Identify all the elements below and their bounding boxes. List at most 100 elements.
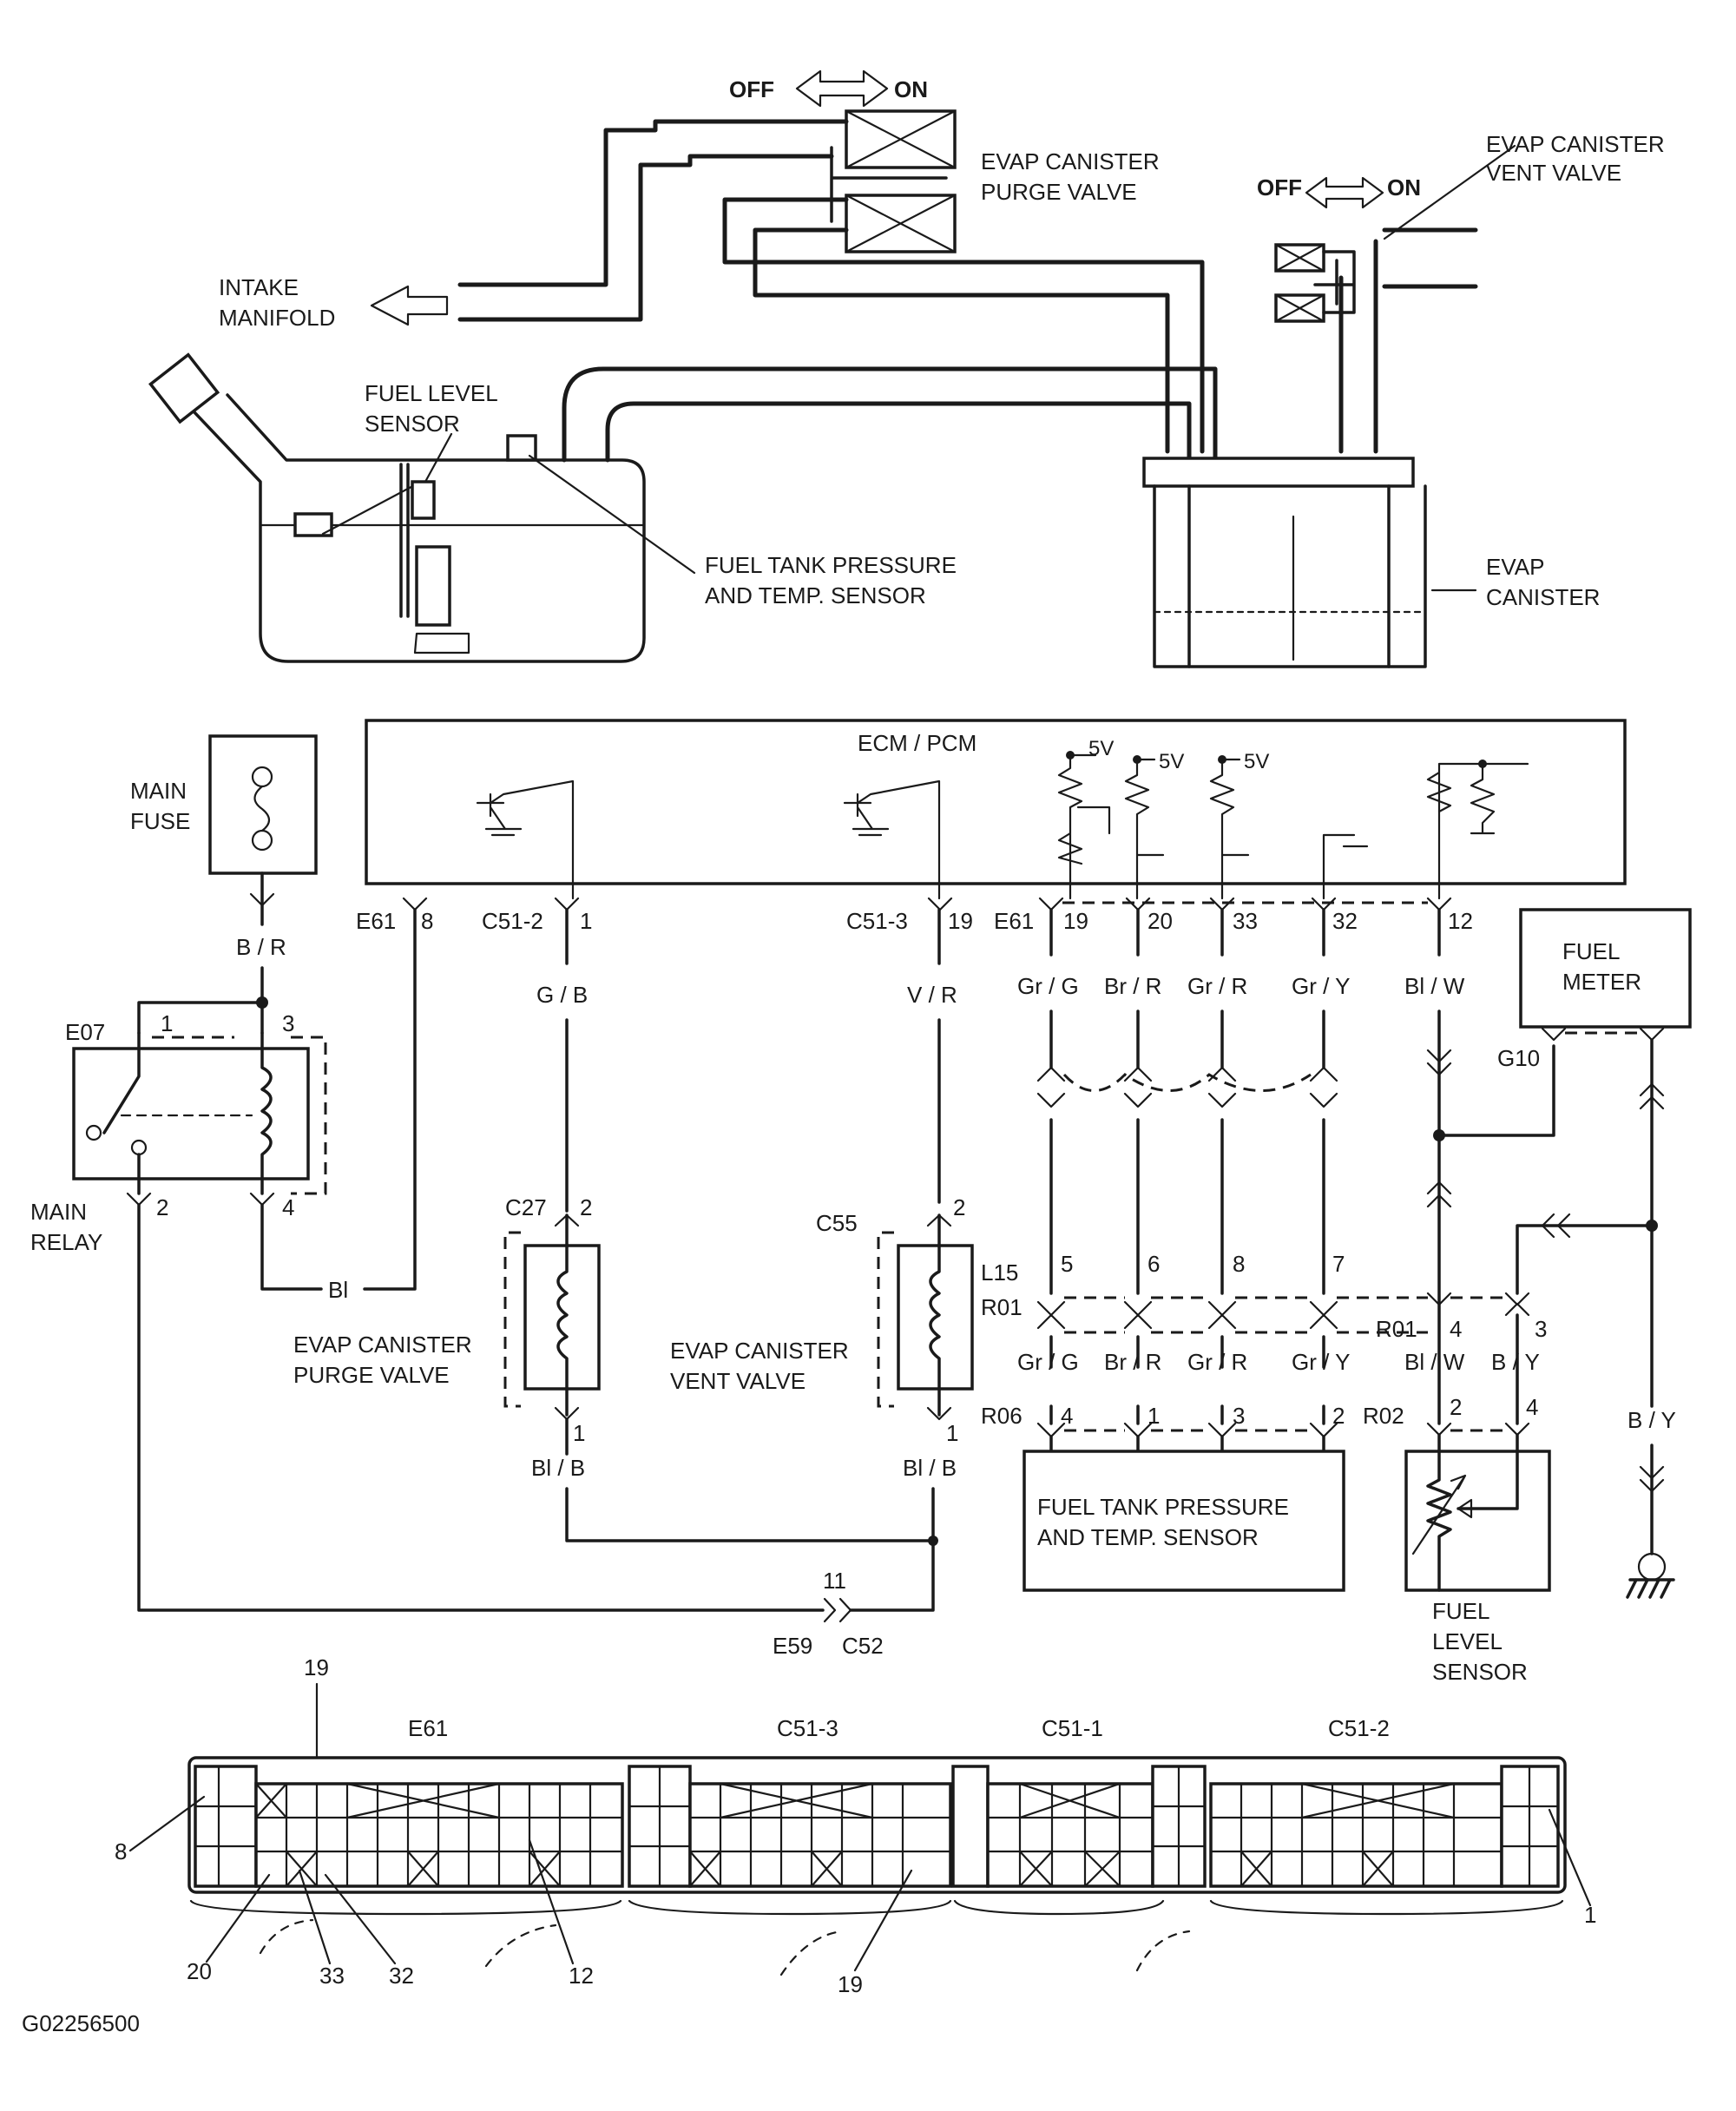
purge-valve-switch: OFF ON [729, 69, 928, 108]
purge-valve-label-line2: PURGE VALVE [981, 179, 1137, 205]
connector-c51-2-label: C51-2 [482, 908, 543, 934]
c55-bottom-chevron [926, 1406, 952, 1421]
ground-eyelet-icon [1637, 1552, 1667, 1582]
fuel-level-circuit-label-line2: LEVEL [1432, 1628, 1503, 1654]
pin-e61-19-label: 19 [1063, 908, 1088, 934]
pin-11-label: 11 [823, 1568, 846, 1594]
pin-e61-32-label: 32 [1332, 908, 1358, 934]
fuel-tank-shell [176, 393, 646, 663]
pipe-tank-to-canister-inner [605, 401, 1192, 463]
wire-gr-y-lower-label: Gr / Y [1292, 1349, 1350, 1375]
tank-sensor-label-line2: AND TEMP. SENSOR [705, 582, 926, 608]
r06-chevrons [1036, 1422, 1338, 1438]
pipe-intake-lower [457, 154, 834, 322]
fuel-meter-label-line1: FUEL [1562, 938, 1620, 964]
sensor-pullup-1-icon [1057, 753, 1111, 900]
pin-e61-8-label: 8 [421, 908, 433, 934]
callout-12: 12 [569, 1963, 594, 1989]
bl-w-to-meter [1437, 1044, 1555, 1137]
tank-sensor-circuit-label-line1: FUEL TANK PRESSURE [1037, 1494, 1289, 1520]
connector-e61-b-label: E61 [994, 908, 1034, 934]
pin-c55-2-label: 2 [953, 1194, 965, 1220]
pin-e07-1-label: 1 [161, 1010, 173, 1036]
connector-r06-label: R06 [981, 1403, 1023, 1429]
junction-dot [1066, 751, 1075, 760]
vent-valve-cross-top-icon [1274, 243, 1325, 273]
e61-block-left-tab [194, 1765, 258, 1888]
relay-box [72, 1047, 310, 1180]
callout-20-leader [205, 1873, 271, 1963]
fuel-level-resistor-icon [1426, 1433, 1452, 1592]
main-fuse: MAIN FUSE B / R [130, 734, 318, 960]
fuel-level-label-line2: SENSOR [365, 411, 460, 437]
main-fuse-label-line2: FUSE [130, 808, 190, 834]
fuel-filler-cap [148, 352, 220, 424]
junction-dot [1478, 760, 1487, 768]
purge-switch-on-label: ON [894, 76, 928, 102]
pin-r06-3-label: 3 [1233, 1403, 1245, 1429]
vent-valve-circuit-label-line1: EVAP CANISTER [670, 1338, 849, 1364]
intake-arrow-icon [370, 285, 449, 326]
connector-e59-label: E59 [773, 1633, 812, 1659]
wire-bundle-brackets [189, 1899, 1564, 1916]
b-y-lower-chevrons [1639, 1465, 1665, 1493]
pin-r02-2-label: 2 [1450, 1394, 1462, 1420]
purge-valve-plunger [830, 146, 948, 223]
junction-dot [1218, 755, 1226, 764]
fuel-pump [415, 545, 451, 627]
inline-connector-dashed [1062, 1073, 1312, 1092]
main-relay: E07 1 3 2 4 MAIN RELAY [30, 966, 327, 1255]
pin-l15-6-label: 6 [1147, 1251, 1160, 1277]
vent-switch-off-label: OFF [1257, 174, 1302, 201]
relay-coil-icon [260, 1031, 273, 1195]
b-y-upper-chevrons [1639, 1082, 1665, 1110]
fuel-level-input-icon [1426, 762, 1529, 900]
relay-bottom-chevrons [126, 1192, 275, 1207]
canister-label-line1: EVAP [1486, 554, 1544, 580]
connector-l15-label: L15 [981, 1259, 1018, 1286]
wiper-arrow-icon [1457, 1498, 1473, 1519]
vent-valve-label-line1: EVAP CANISTER [1486, 131, 1665, 157]
wire-b-r-label: B / R [236, 934, 286, 960]
r01-right-chevrons [1426, 1292, 1530, 1317]
connector-view-c51-3-label: C51-3 [777, 1715, 838, 1741]
vent-valve-leader [1383, 144, 1516, 240]
callout-20: 20 [187, 1958, 212, 1984]
connector-view-c51-2-label: C51-2 [1328, 1715, 1390, 1741]
tank-sensor-label-line1: FUEL TANK PRESSURE [705, 552, 957, 578]
canister-label-line2: CANISTER [1486, 584, 1600, 610]
connector-face-view: E61 C51-3 C51-1 C51-2 19 8 20 33 32 12 1… [115, 1654, 1596, 1997]
sensor-ground-icon [1322, 833, 1369, 900]
pin-e07-2-label: 2 [156, 1194, 168, 1220]
fuel-level-circuit-label-line3: SENSOR [1432, 1659, 1528, 1685]
relay-ecm-wire: Bl [137, 908, 935, 1612]
pin-l15-8-label: 8 [1233, 1251, 1245, 1277]
tank-sensor-box [1023, 1450, 1345, 1592]
r06-leads [1049, 1435, 1325, 1453]
ecm-connector-pins: E61 8 C51-2 1 C51-3 19 E61 19 20 33 32 1… [356, 897, 1473, 934]
wire-b-y-right-label: B / Y [1628, 1407, 1676, 1433]
tank-sensor-leader [528, 454, 696, 575]
evap-canister: EVAP CANISTER [1142, 457, 1600, 668]
pipe-tank-to-canister-outer [562, 366, 1218, 463]
pin-e61-12-label: 12 [1448, 908, 1473, 934]
pin-r01-4-label: 4 [1450, 1316, 1462, 1342]
pin-l15-7-label: 7 [1332, 1251, 1345, 1277]
main-relay-label-line1: MAIN [30, 1199, 87, 1225]
fuel-level-circuit-label-line1: FUEL [1432, 1598, 1489, 1624]
main-fuse-label-line1: MAIN [130, 778, 187, 804]
pin-e61-20-label: 20 [1147, 908, 1173, 934]
ecm-label: ECM / PCM [858, 730, 976, 756]
v5-label-1: 5V [1088, 737, 1114, 760]
callout-1-leader [1548, 1808, 1592, 1907]
connector-g10-label: G10 [1497, 1045, 1540, 1071]
main-relay-label-line2: RELAY [30, 1229, 102, 1255]
ground-icon [1626, 1578, 1675, 1599]
purge-valve-cross-top-icon [845, 109, 957, 169]
vent-valve-body: EVAP CANISTER VENT VALVE [1274, 131, 1665, 323]
connector-c55-label: C55 [816, 1210, 858, 1236]
purge-switch-off-label: OFF [729, 76, 774, 102]
fuel-level-sensor-body [411, 480, 436, 520]
pipe-intake-upper [457, 119, 849, 287]
